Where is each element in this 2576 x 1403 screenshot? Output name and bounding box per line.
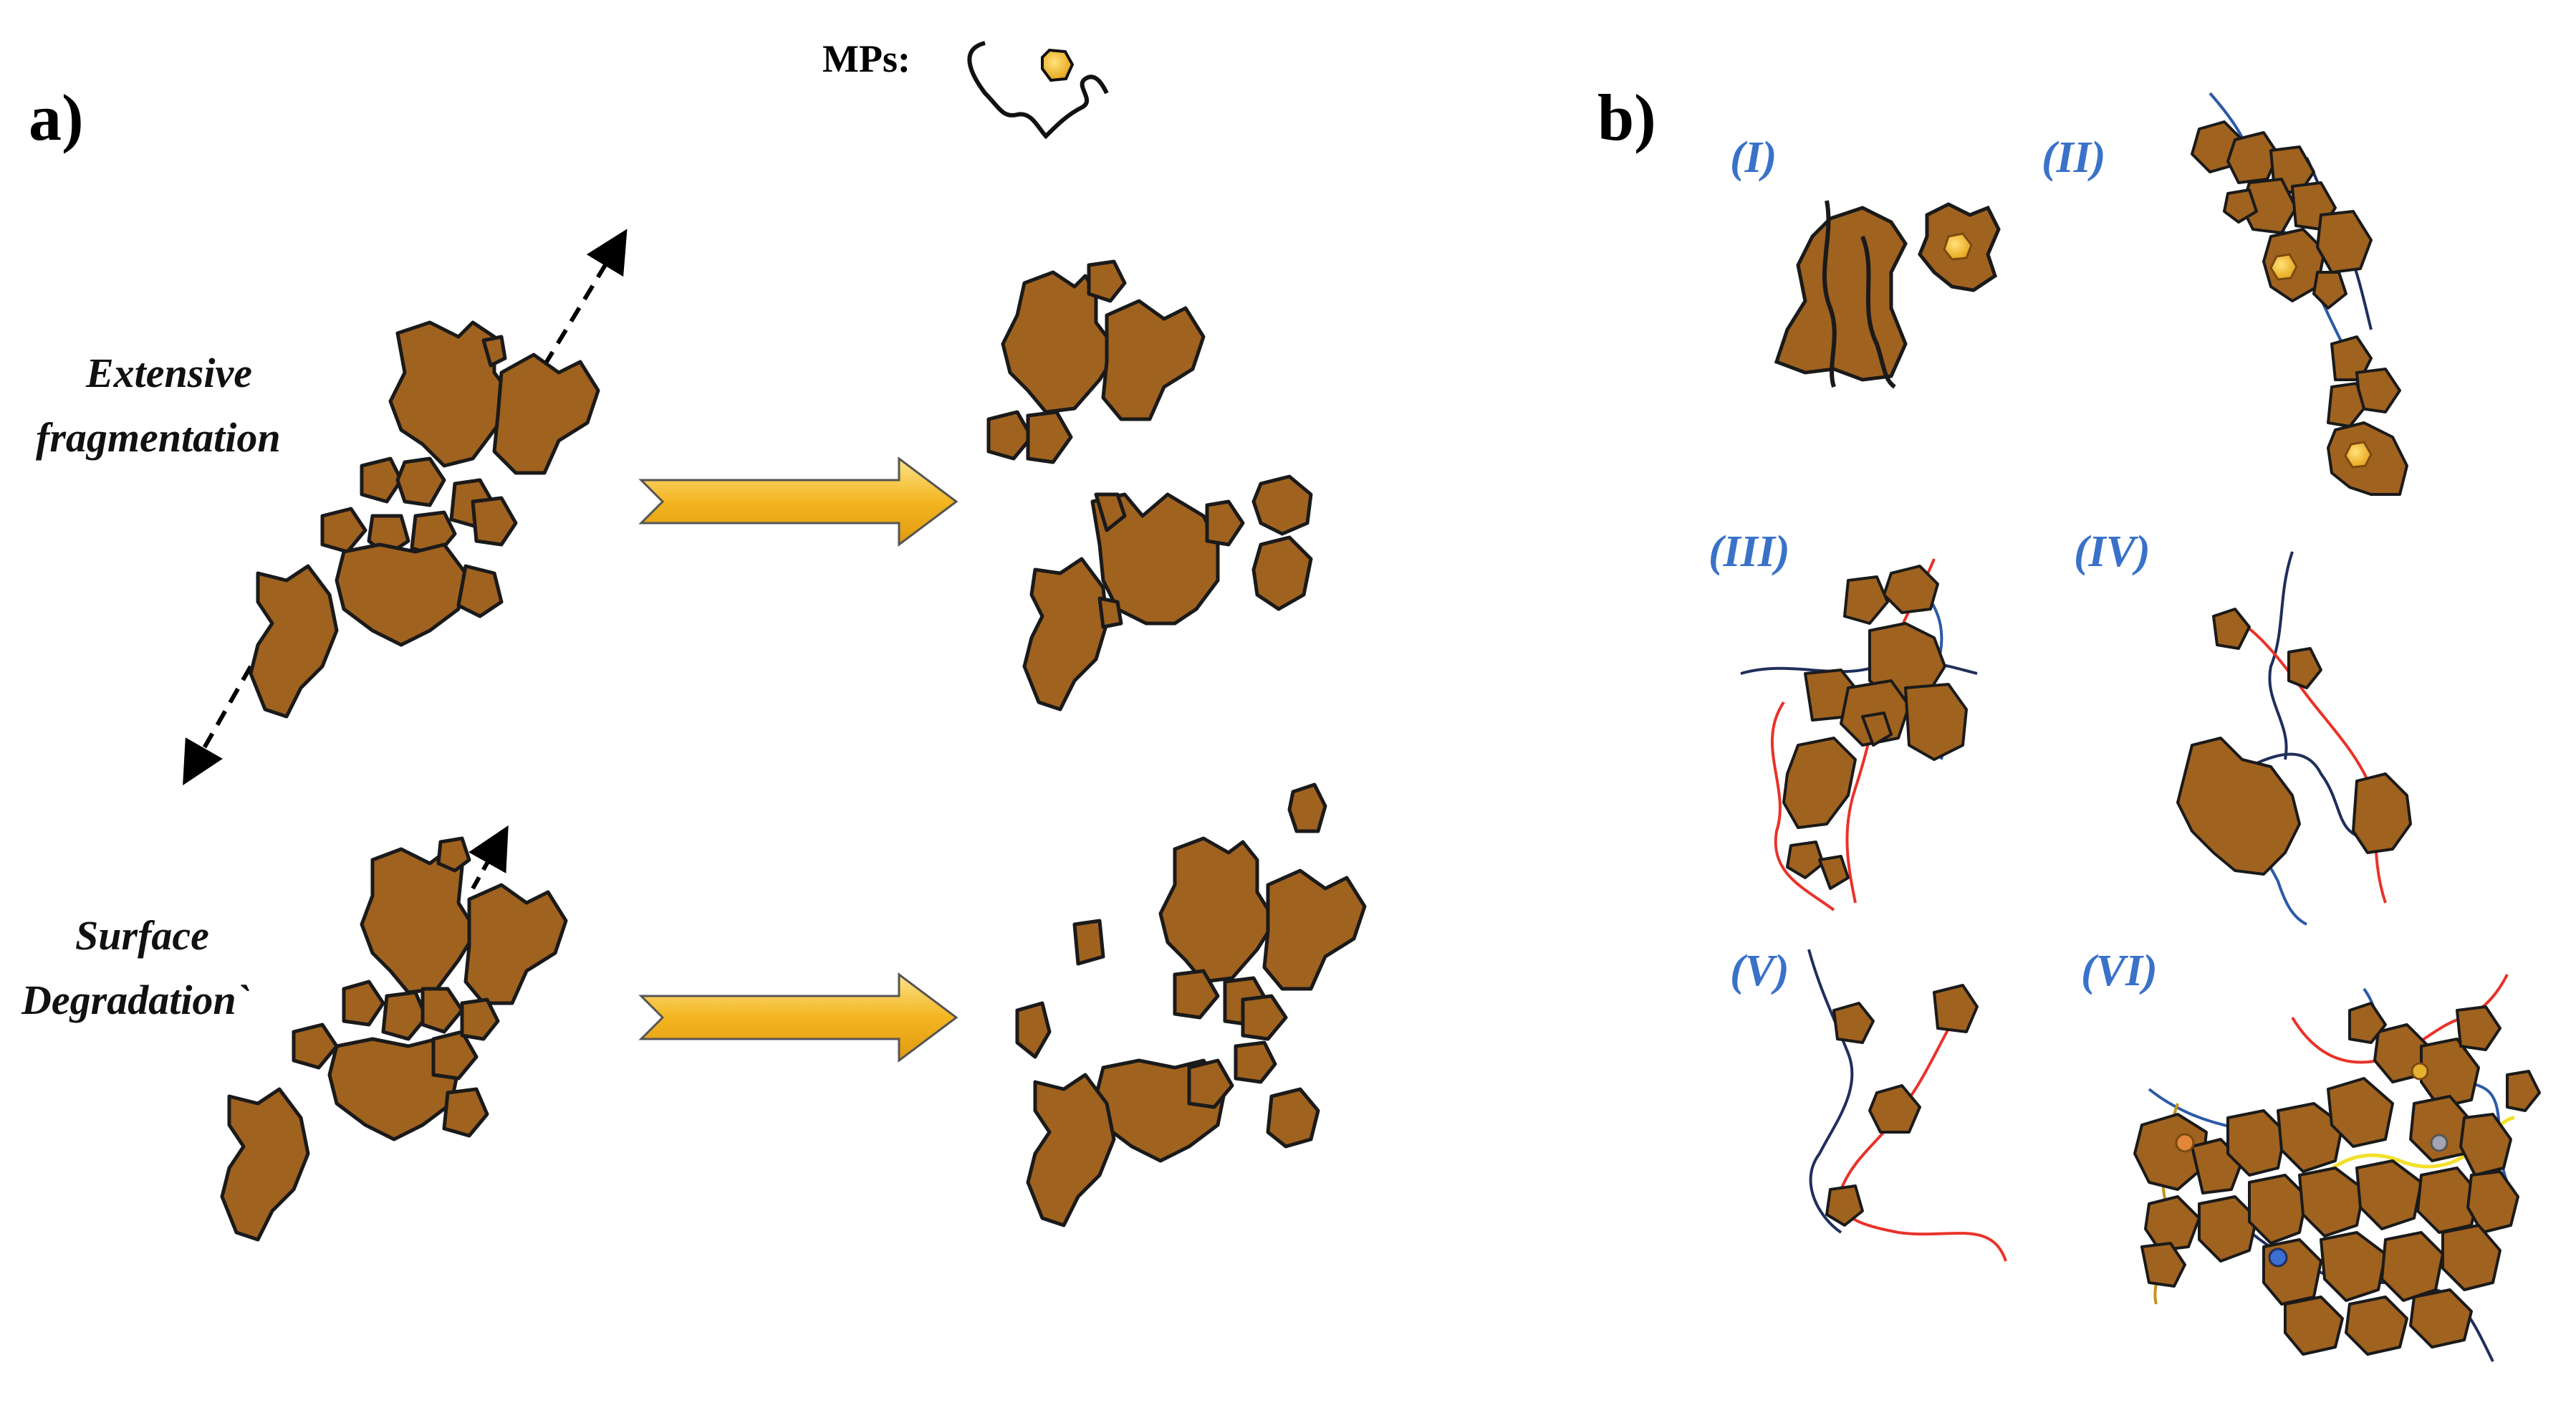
- particle-legend-icon: [1041, 48, 1075, 82]
- case-5-diagram: [1807, 949, 2007, 1262]
- case-label-3: (III): [1708, 527, 1790, 576]
- bottom-process-label-line1: Surface: [75, 912, 209, 959]
- mps-legend: MPs:: [822, 37, 1109, 140]
- case-label-6: (VI): [2081, 947, 2158, 995]
- stretch-arrow-up: [542, 229, 628, 367]
- aggregate-after-bottom: [1015, 782, 1367, 1227]
- case-4-diagram: [2176, 551, 2412, 926]
- case-label-5: (V): [1730, 947, 1789, 995]
- top-process-label-line2: fragmentation: [36, 414, 281, 461]
- aggregate-before-top: [249, 320, 600, 719]
- case-label-2: (II): [2042, 133, 2106, 182]
- case-label-1: (I): [1730, 133, 1777, 182]
- process-arrow-top: [638, 456, 958, 547]
- case-1-diagram: [1774, 200, 2001, 389]
- aggregate-after-top: [986, 259, 1313, 712]
- surface-arrow: [468, 825, 509, 890]
- bottom-process-label-line2: Degradation`: [21, 977, 250, 1023]
- panel-b-letter: b): [1597, 81, 1656, 154]
- top-process-label-line1: Extensive: [85, 350, 252, 396]
- case-2-diagram: [2191, 92, 2408, 496]
- fiber-legend-icon: [967, 41, 1109, 140]
- case-label-4: (IV): [2074, 527, 2150, 576]
- aggregate-before-bottom: [220, 836, 568, 1242]
- case-3-diagram: [1740, 558, 1978, 911]
- panel-a-letter: a): [29, 81, 84, 154]
- case-6-diagram: [2133, 974, 2541, 1362]
- process-arrow-bottom: [638, 972, 958, 1063]
- stretch-arrow-down: [183, 665, 253, 786]
- mps-legend-label: MPs:: [822, 37, 910, 80]
